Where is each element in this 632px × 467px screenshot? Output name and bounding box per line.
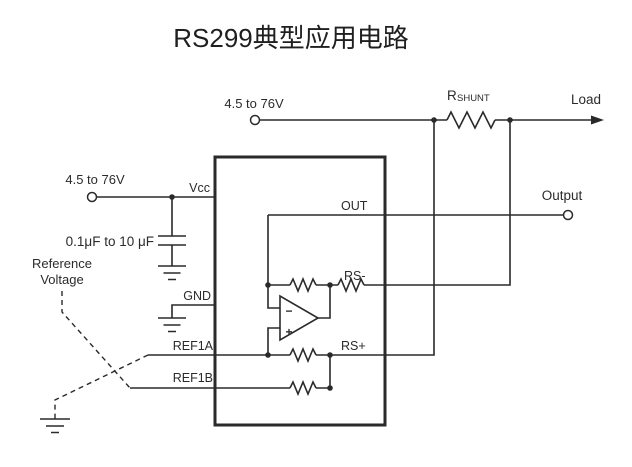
load-label: Load bbox=[571, 92, 601, 107]
reference-ground-dashed-wire bbox=[54, 354, 149, 419]
ground-icon bbox=[40, 418, 70, 434]
opamp-icon bbox=[279, 294, 320, 342]
reference-section: Reference Voltage bbox=[32, 256, 215, 434]
ic-internals: − + bbox=[215, 214, 385, 397]
pin-label-ref1a: REF1A bbox=[173, 339, 214, 353]
shunt-label-sub: SHUNT bbox=[457, 93, 490, 104]
ground-icon bbox=[158, 265, 186, 281]
junction-dot bbox=[265, 282, 271, 288]
supply-section: 4.5 to 76V 0.1μF to 10 μF bbox=[65, 172, 215, 333]
pin-label-ref1b: REF1B bbox=[173, 371, 213, 385]
opamp-noninverting-sign: + bbox=[285, 325, 292, 339]
capacitor-value-label: 0.1μF to 10 μF bbox=[66, 234, 154, 249]
pin-label-out: OUT bbox=[341, 199, 368, 213]
ic-body bbox=[213, 155, 387, 427]
rs-minus-sense-wire bbox=[385, 120, 511, 286]
opamp-inverting-sign: − bbox=[285, 304, 292, 318]
gnd-wire bbox=[171, 304, 215, 318]
output-section: Output bbox=[385, 188, 583, 221]
reference-dashed-wire bbox=[61, 291, 131, 389]
rail-voltage-label: 4.5 to 76V bbox=[224, 96, 284, 111]
shunt-resistor bbox=[446, 110, 496, 130]
pin-label-rs-plus: RS+ bbox=[341, 339, 366, 353]
supply-terminal-top bbox=[249, 114, 261, 126]
supply-terminal-left bbox=[86, 191, 98, 203]
supply-voltage-label: 4.5 to 76V bbox=[65, 172, 125, 187]
opamp-plus-input-wire bbox=[267, 327, 280, 355]
output-terminal bbox=[562, 209, 574, 221]
ground-icon bbox=[158, 317, 186, 333]
reference-label-line1: Reference bbox=[32, 256, 92, 271]
feedback-wire bbox=[267, 215, 280, 309]
capacitor-icon bbox=[158, 235, 186, 246]
output-label: Output bbox=[542, 188, 583, 203]
power-rail: 4.5 to 76V R SHUNT Load bbox=[224, 88, 604, 356]
reference-label-line2: Voltage bbox=[40, 272, 83, 287]
rs-minus-input-resistor bbox=[337, 276, 365, 294]
opamp-output-wire bbox=[318, 285, 331, 319]
feedback-resistor bbox=[289, 276, 317, 294]
junction-dot bbox=[327, 385, 333, 391]
rs-plus-input-resistor bbox=[289, 346, 317, 364]
rs-plus-sense-wire bbox=[385, 120, 435, 356]
shunt-label-main: R bbox=[447, 88, 457, 103]
load-arrow-icon bbox=[591, 115, 604, 125]
page-title: RS299典型应用电路 bbox=[173, 23, 409, 53]
pin-label-gnd: GND bbox=[183, 289, 211, 303]
pin-label-vcc: Vcc bbox=[189, 181, 210, 195]
ref1b-input-resistor bbox=[289, 379, 317, 397]
circuit-diagram: RS299典型应用电路 4.5 to 76V R SHUNT Load 4.5 … bbox=[32, 23, 604, 434]
junction-dot bbox=[265, 352, 271, 358]
